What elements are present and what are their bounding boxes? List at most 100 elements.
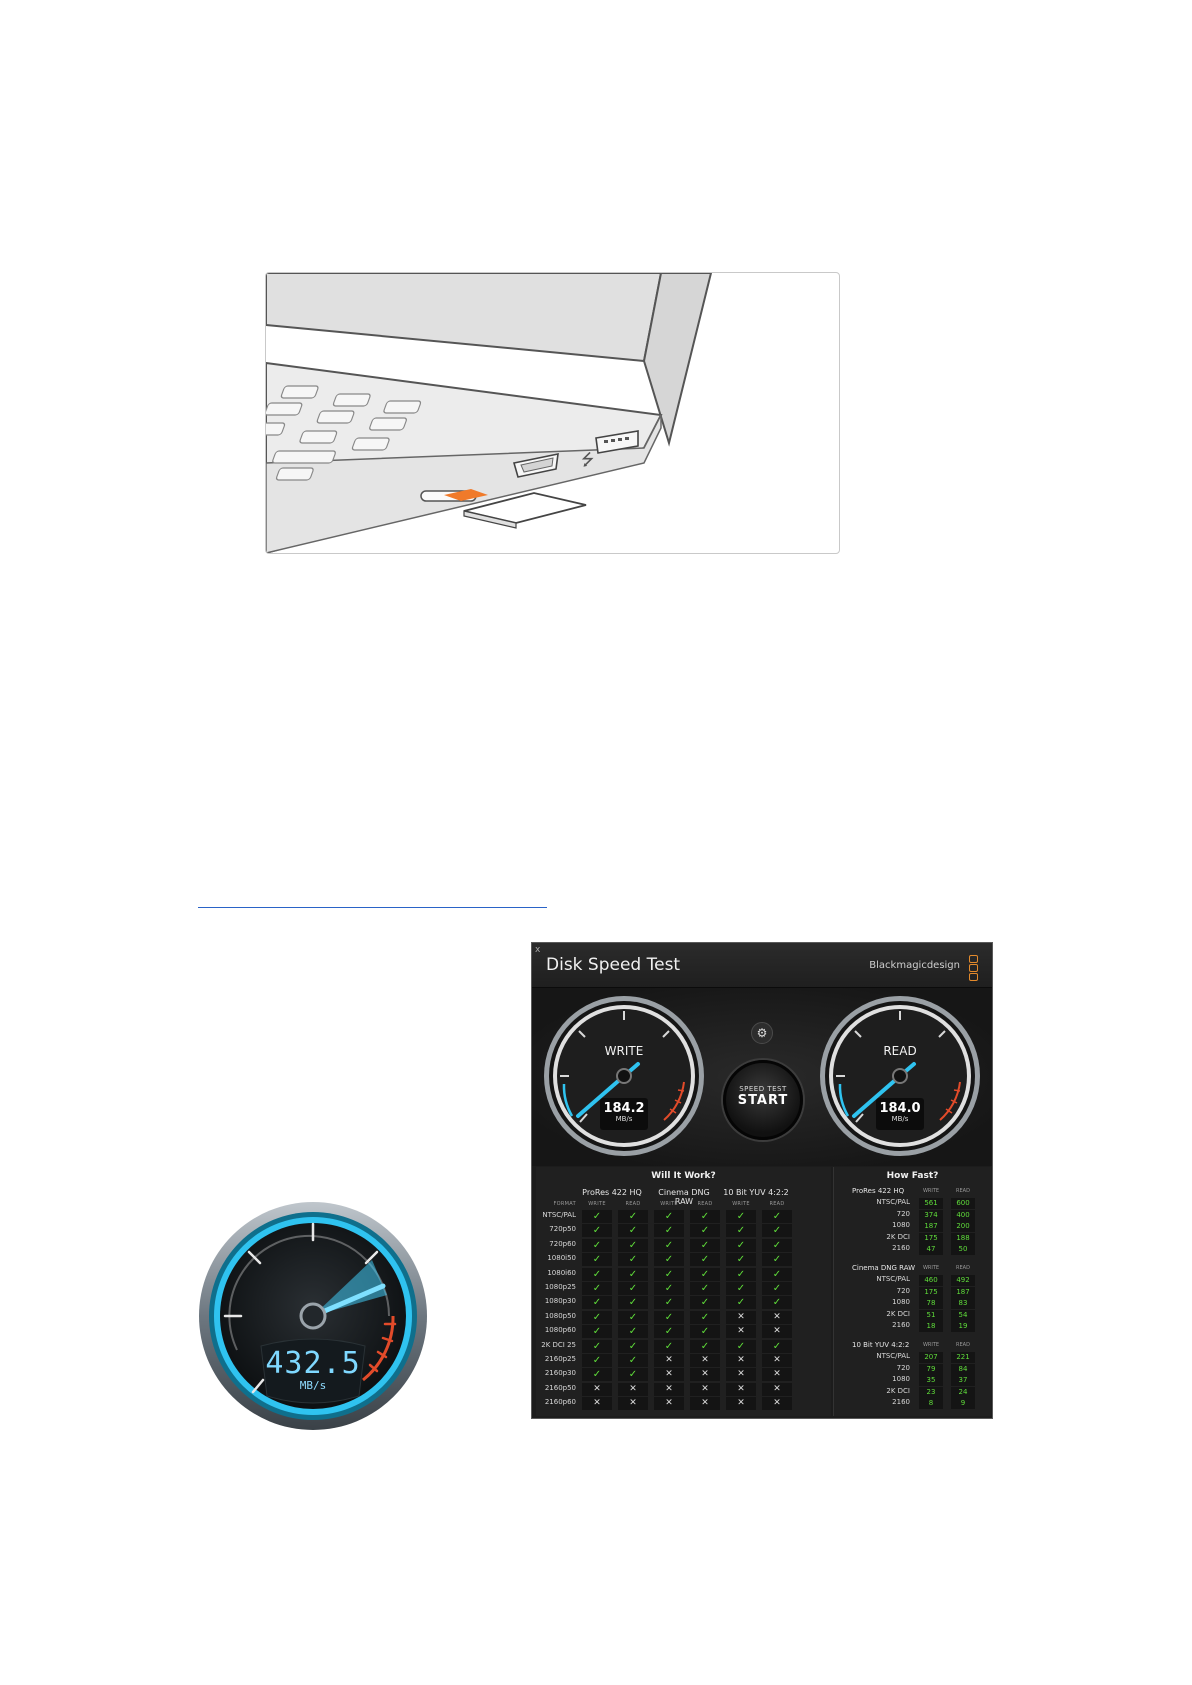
check-icon: ✓ [582, 1210, 612, 1223]
read-column-header: READ [956, 1342, 970, 1348]
check-icon: ✓ [690, 1238, 720, 1252]
format-header: FORMAT [553, 1201, 576, 1207]
read-unit: MB/s [891, 1115, 909, 1123]
hyperlink-underline[interactable] [198, 907, 547, 908]
read-speed: 600 [951, 1198, 975, 1209]
check-icon: ✓ [582, 1296, 612, 1310]
check-icon: ✓ [618, 1354, 648, 1367]
blackmagic-logo-icon [969, 955, 978, 981]
title-bar: x Disk Speed Test Blackmagicdesign [532, 943, 992, 988]
read-speed: 54 [951, 1309, 975, 1321]
check-icon: ✓ [618, 1267, 648, 1281]
how-fast-group-title: Cinema DNG RAW [852, 1264, 916, 1272]
cross-icon: ✕ [690, 1354, 720, 1367]
how-fast-format: 2K DCI [886, 1309, 910, 1318]
check-icon: ✓ [762, 1267, 792, 1281]
check-icon: ✓ [618, 1296, 648, 1310]
cross-icon: ✕ [762, 1368, 792, 1382]
how-fast-group-title: 10 Bit YUV 4:2:2 [852, 1341, 910, 1349]
check-icon: ✓ [582, 1354, 612, 1367]
speed-unit: MB/s [299, 1379, 327, 1392]
read-label: READ [883, 1044, 917, 1058]
write-speed: 47 [919, 1244, 943, 1256]
read-speed: 187 [951, 1286, 975, 1298]
read-speed: 84 [951, 1363, 975, 1375]
cross-icon: ✕ [762, 1310, 792, 1324]
write-speed: 207 [919, 1352, 943, 1363]
check-icon: ✓ [618, 1368, 648, 1382]
check-icon: ✓ [762, 1210, 792, 1223]
how-fast-format: 2K DCI [886, 1232, 910, 1241]
check-icon: ✓ [726, 1339, 756, 1353]
check-icon: ✓ [654, 1224, 684, 1238]
cross-icon: ✕ [762, 1354, 792, 1367]
cross-icon: ✕ [690, 1368, 720, 1382]
group-header: 10 Bit YUV 4:2:2 [723, 1188, 789, 1197]
write-speed: 187 [919, 1221, 943, 1233]
sub-header: WRITE [660, 1201, 678, 1207]
disk-speed-test-window: x Disk Speed Test Blackmagicdesign WRITE [531, 942, 993, 1419]
sub-header: READ [769, 1201, 785, 1207]
cross-icon: ✕ [690, 1397, 720, 1411]
read-speed: 400 [951, 1209, 975, 1221]
check-icon: ✓ [618, 1238, 648, 1252]
check-icon: ✓ [690, 1253, 720, 1267]
cross-icon: ✕ [726, 1382, 756, 1396]
how-fast-format: 2160 [892, 1398, 910, 1407]
format-label: 1080p50 [544, 1311, 576, 1320]
will-it-work-title: Will It Work? [651, 1171, 716, 1181]
read-speed: 50 [951, 1244, 975, 1256]
check-icon: ✓ [726, 1267, 756, 1281]
speed-test-start-button[interactable]: SPEED TEST START [723, 1060, 803, 1140]
cross-icon: ✕ [618, 1397, 648, 1411]
check-icon: ✓ [654, 1253, 684, 1267]
write-column-header: WRITE [922, 1265, 940, 1271]
check-icon: ✓ [690, 1267, 720, 1281]
read-speed: 37 [951, 1375, 975, 1387]
format-label: NTSC/PAL [542, 1211, 576, 1219]
check-icon: ✓ [762, 1238, 792, 1252]
write-unit: MB/s [615, 1115, 633, 1123]
format-label: 1080p30 [544, 1297, 576, 1306]
close-icon[interactable]: x [535, 945, 541, 955]
how-fast-format: NTSC/PAL [876, 1352, 910, 1360]
write-column-header: WRITE [922, 1188, 940, 1194]
write-value: 184.2 [603, 1101, 645, 1116]
write-speed: 18 [919, 1321, 943, 1333]
write-speed: 175 [919, 1232, 943, 1244]
read-value-box: 184.0 MB/s [876, 1098, 924, 1130]
app-title: Disk Speed Test [546, 955, 681, 975]
check-icon: ✓ [726, 1210, 756, 1223]
gear-icon[interactable]: ⚙ [751, 1022, 773, 1044]
cross-icon: ✕ [654, 1397, 684, 1411]
check-icon: ✓ [762, 1282, 792, 1295]
laptop-sd-card-illustration: ⭍ [265, 272, 840, 554]
check-icon: ✓ [690, 1296, 720, 1310]
how-fast-format: 2160 [892, 1244, 910, 1253]
check-icon: ✓ [654, 1238, 684, 1252]
format-label: 1080p60 [544, 1326, 576, 1335]
check-icon: ✓ [654, 1282, 684, 1295]
cross-icon: ✕ [654, 1382, 684, 1396]
speed-gauge-large: 432.5 MB/s [197, 1200, 429, 1432]
check-icon: ✓ [654, 1339, 684, 1353]
check-icon: ✓ [690, 1339, 720, 1353]
write-speed: 460 [919, 1275, 943, 1286]
check-icon: ✓ [582, 1238, 612, 1252]
cross-icon: ✕ [762, 1325, 792, 1339]
group-header: Cinema DNG RAW [658, 1188, 710, 1206]
check-icon: ✓ [582, 1310, 612, 1324]
sub-header: READ [625, 1201, 641, 1207]
read-value: 184.0 [879, 1101, 921, 1116]
how-fast-format: NTSC/PAL [876, 1198, 910, 1206]
how-fast-group-title: ProRes 422 HQ [852, 1187, 905, 1195]
check-icon: ✓ [618, 1253, 648, 1267]
gauge-panel: WRITE 184.2 MB/s ⚙ SPEED TEST START [532, 988, 992, 1166]
gauge-dial [199, 1202, 427, 1430]
write-value-box: 184.2 MB/s [600, 1098, 648, 1130]
format-label: 2160p25 [544, 1355, 576, 1363]
check-icon: ✓ [582, 1224, 612, 1238]
brand-name: Blackmagicdesign [869, 960, 960, 971]
